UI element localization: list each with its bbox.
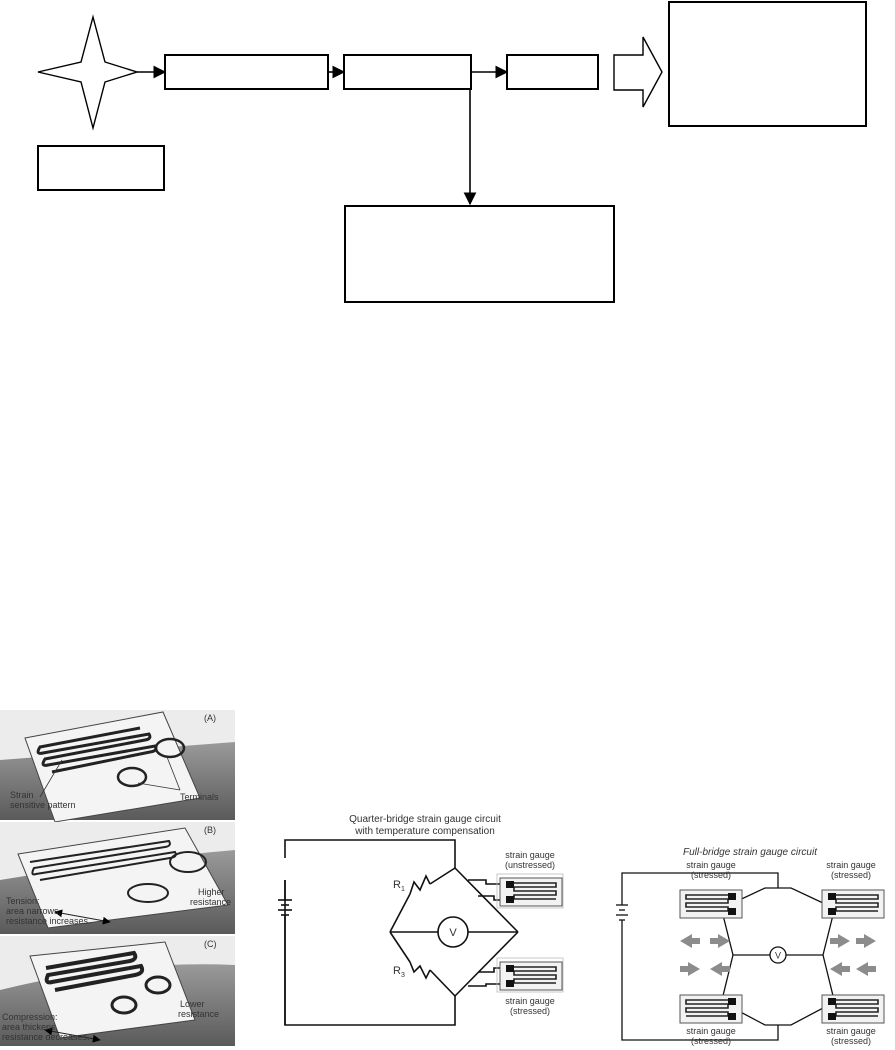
full-gauge-br-2: (stressed) <box>831 1036 871 1046</box>
panel-c-compression-3: resistance decreases. <box>2 1032 90 1042</box>
arrow-right-icon <box>856 934 876 948</box>
quarter-bridge-circuit: Quarter-bridge strain gauge circuit with… <box>278 814 564 1026</box>
panel-a-terminals-label: Terminals <box>180 792 219 802</box>
arrow-right-icon <box>680 962 700 976</box>
quarter-gauge-top-2: (unstressed) <box>505 860 555 870</box>
quarter-meter-label: V <box>449 927 457 939</box>
bottom-box <box>344 205 615 303</box>
full-gauge-tr-1: strain gauge <box>826 860 876 870</box>
full-meter-label: V <box>775 951 781 961</box>
block-1 <box>164 54 329 90</box>
gauge-top-left-icon <box>679 889 743 919</box>
source-star-shape <box>37 14 140 131</box>
arrow-left-icon <box>710 962 730 976</box>
panel-a-pattern-label-1: Strain <box>10 790 34 800</box>
arrow-left-icon <box>830 962 850 976</box>
full-gauge-tl-1: strain gauge <box>686 860 736 870</box>
panel-a-tag: (A) <box>204 713 216 723</box>
gauge-bottom-left-icon <box>679 994 743 1024</box>
quarter-bridge-title-2: with temperature compensation <box>354 826 495 837</box>
block-2 <box>343 54 472 90</box>
arrow-left-icon <box>680 934 700 948</box>
gauge-top-right-icon <box>821 889 885 919</box>
full-bridge-title: Full-bridge strain gauge circuit <box>683 847 818 858</box>
full-voltmeter-icon <box>769 946 787 964</box>
strain-gauge-panels: (A) Strain sensitive pattern Terminals (… <box>0 710 235 1046</box>
panel-b-tension-2: area narrows, <box>6 906 61 916</box>
panel-c-lower-1: Lower <box>180 999 205 1009</box>
r3-subscript: 3 <box>401 972 405 979</box>
panel-b-tension-3: resistance increases. <box>6 916 91 926</box>
panel-b-higher-1: Higher <box>198 887 225 897</box>
full-gauge-tl-2: (stressed) <box>691 870 731 880</box>
gauge-stressed-icon <box>499 961 563 991</box>
output-box <box>668 1 867 127</box>
panel-a-pattern-label-2: sensitive pattern <box>10 800 76 810</box>
gauge-bottom-right-icon <box>821 994 885 1024</box>
resistor-r3-icon <box>409 961 431 980</box>
panel-b: (B) Tension: area narrows, resistance in… <box>0 822 235 934</box>
block-3 <box>506 54 599 90</box>
panel-c-tag: (C) <box>204 939 217 949</box>
quarter-gauge-bottom-1: strain gauge <box>505 996 555 1006</box>
quarter-gauge-top-1: strain gauge <box>505 850 555 860</box>
arrow-left-icon <box>856 962 876 976</box>
panel-c-compression-2: area thickens, <box>2 1022 58 1032</box>
full-gauge-bl-2: (stressed) <box>691 1036 731 1046</box>
quarter-bridge-title-1: Quarter-bridge strain gauge circuit <box>349 814 501 825</box>
arrow-right-icon <box>830 934 850 948</box>
panel-b-higher-2: resistance <box>190 897 231 907</box>
full-battery-symbol <box>616 895 628 928</box>
arrow-right-icon <box>710 934 730 948</box>
panel-c: (C) Compression: area thickens, resistan… <box>0 936 235 1046</box>
full-gauge-br-1: strain gauge <box>826 1026 876 1036</box>
r3-label: R <box>393 965 401 977</box>
force-arrows <box>680 934 876 976</box>
panel-b-tag: (B) <box>204 825 216 835</box>
resistor-r1-icon <box>409 874 431 895</box>
full-gauge-bl-1: strain gauge <box>686 1026 736 1036</box>
panel-b-tension-1: Tension: <box>6 896 40 906</box>
panel-c-lower-2: resistance <box>178 1009 219 1019</box>
r1-label: R <box>393 879 401 891</box>
r1-subscript: 1 <box>401 886 405 893</box>
panel-a: (A) Strain sensitive pattern Terminals <box>0 710 235 823</box>
battery-symbol <box>278 880 292 1025</box>
compressed-pattern <box>44 950 145 992</box>
gauge-unstressed-icon <box>499 877 563 907</box>
quarter-gauge-bottom-2: (stressed) <box>510 1006 550 1016</box>
voltmeter-icon <box>437 916 469 948</box>
full-gauge-tr-2: (stressed) <box>831 870 871 880</box>
output-block-arrow <box>613 36 663 108</box>
full-bridge-circuit: Full-bridge strain gauge circuit V <box>616 847 885 1046</box>
label-box-left <box>37 145 165 191</box>
panel-c-compression-1: Compression: <box>2 1012 58 1022</box>
block-diagram <box>37 1 867 303</box>
